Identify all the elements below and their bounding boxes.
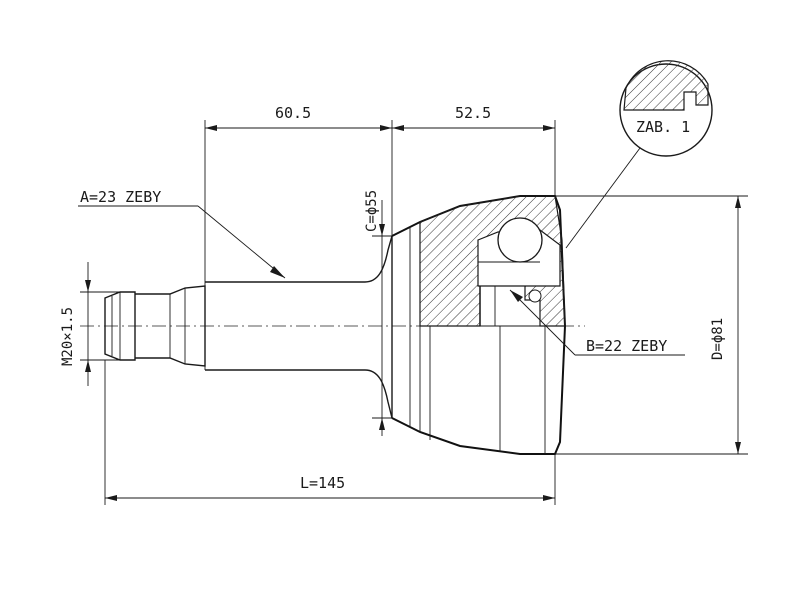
dim-length-label: L=145 (300, 474, 345, 492)
detail-zab1: ZAB. 1 (565, 60, 713, 249)
dim-outer-diameter: D=ϕ81 (555, 195, 748, 455)
dim-top-right: 52.5 (392, 104, 556, 196)
spline-b-label: B=22 ZEBY (586, 337, 667, 355)
dim-60-5-label: 60.5 (275, 104, 311, 122)
dim-c-label: C=ϕ55 (364, 190, 380, 232)
shaft (204, 235, 393, 419)
dim-thread: M20×1.5 (60, 262, 120, 386)
outer-housing (391, 195, 566, 455)
dim-total-length: L=145 (104, 360, 556, 505)
dim-inner-diameter: C=ϕ55 (364, 190, 392, 436)
detail-leader (565, 147, 641, 249)
spline-b: B=22 ZEBY (509, 289, 685, 356)
spline-a: A=23 ZEBY (78, 188, 286, 279)
detail-label: ZAB. 1 (636, 118, 690, 136)
dim-thread-label: M20×1.5 (60, 307, 76, 366)
dim-d-label: D=ϕ81 (710, 318, 726, 360)
spline-a-label: A=23 ZEBY (80, 188, 161, 206)
dim-top-left: 60.5 (204, 104, 393, 282)
dim-52-5-label: 52.5 (455, 104, 491, 122)
